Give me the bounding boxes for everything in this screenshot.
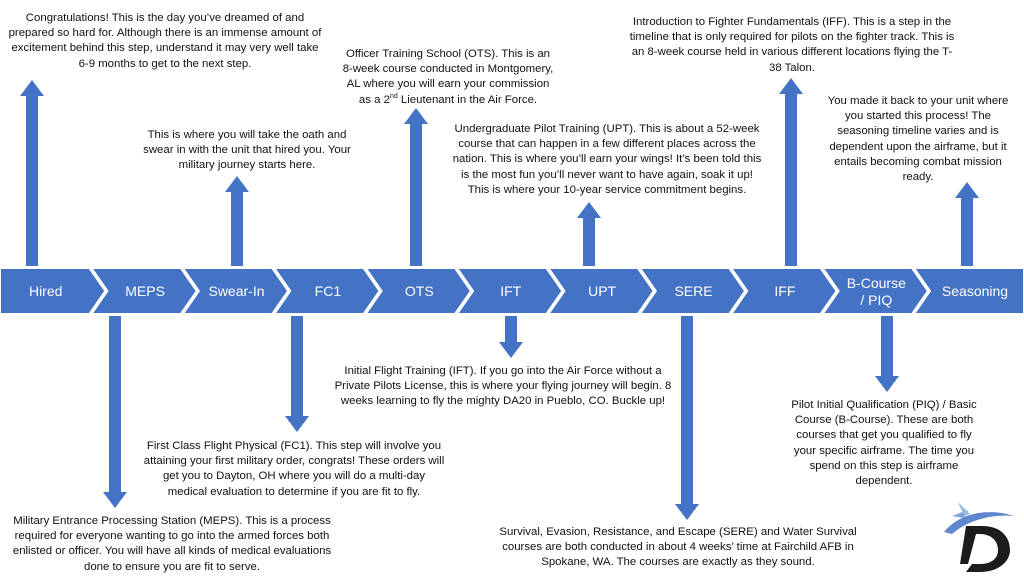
arrow-up-ots <box>404 108 428 266</box>
chevron-b-course <box>820 267 930 315</box>
note-iff: Introduction to Fighter Fundamentals (IF… <box>629 16 955 74</box>
note-ots-rank: 2nd Lieutenant in the Air Force. <box>383 92 538 106</box>
chevron-label: FC1 <box>315 283 342 299</box>
note-sere: Survival, Evasion, Resistance, and Escap… <box>499 526 857 569</box>
arrow-down-sere <box>675 316 699 520</box>
chevron-label: Seasoning <box>942 283 1008 299</box>
note-upt: Undergraduate Pilot Training (UPT). This… <box>452 123 762 196</box>
note-meps: Military Entrance Processing Station (ME… <box>12 515 332 573</box>
chevron-ift <box>455 267 564 315</box>
arrow-down-ift <box>499 316 523 358</box>
note-ots-text: Officer Training School (OTS). This is a… <box>342 48 554 106</box>
chevron-label: IFF <box>774 283 795 299</box>
arrow-up-seasoning <box>955 182 979 266</box>
arrow-down-fc1 <box>285 316 309 432</box>
jet-swoosh-logo <box>944 502 1014 572</box>
chevron-label: OTS <box>405 283 434 299</box>
chevron-hired <box>0 267 107 315</box>
chevron-meps <box>89 267 199 315</box>
chevron-sere <box>637 267 747 315</box>
chevron-upt <box>546 267 656 315</box>
chevron-label: SERE <box>674 283 712 299</box>
note-ots: Officer Training School (OTS). This is a… <box>342 47 554 108</box>
chevron-iff <box>729 267 838 315</box>
arrow-up-upt <box>577 202 601 266</box>
chevron-label: UPT <box>588 283 616 299</box>
chevron-label: Hired <box>29 283 62 299</box>
chevron-seasoning <box>912 267 1024 315</box>
note-piq: Pilot Initial Qualification (PIQ) / Basi… <box>791 399 977 488</box>
note-fc1: First Class Flight Physical (FC1). This … <box>143 440 445 498</box>
arrow-up-hired <box>20 80 44 266</box>
arrow-down-piq <box>875 316 899 392</box>
note-ift: Initial Flight Training (IFT). If you go… <box>334 365 672 408</box>
chevron-label: B-Course <box>847 275 906 291</box>
chevron-label: MEPS <box>125 283 165 299</box>
chevron-label-line2: / PIQ <box>860 292 892 308</box>
chevron-swear-in <box>180 267 290 315</box>
chevron-fc1 <box>272 267 381 315</box>
chevron-label: Swear-In <box>208 283 264 299</box>
arrow-up-swear-in <box>225 176 249 266</box>
note-swear-in: This is where you will take the oath and… <box>143 129 351 172</box>
note-hired: Congratulations! This is the day you’ve … <box>8 12 322 70</box>
chevron-label: IFT <box>500 283 521 299</box>
arrow-down-meps <box>103 316 127 508</box>
chevron-ots <box>363 267 473 315</box>
arrow-up-iff <box>779 78 803 266</box>
note-seasoning: You made it back to your unit where you … <box>827 95 1009 184</box>
